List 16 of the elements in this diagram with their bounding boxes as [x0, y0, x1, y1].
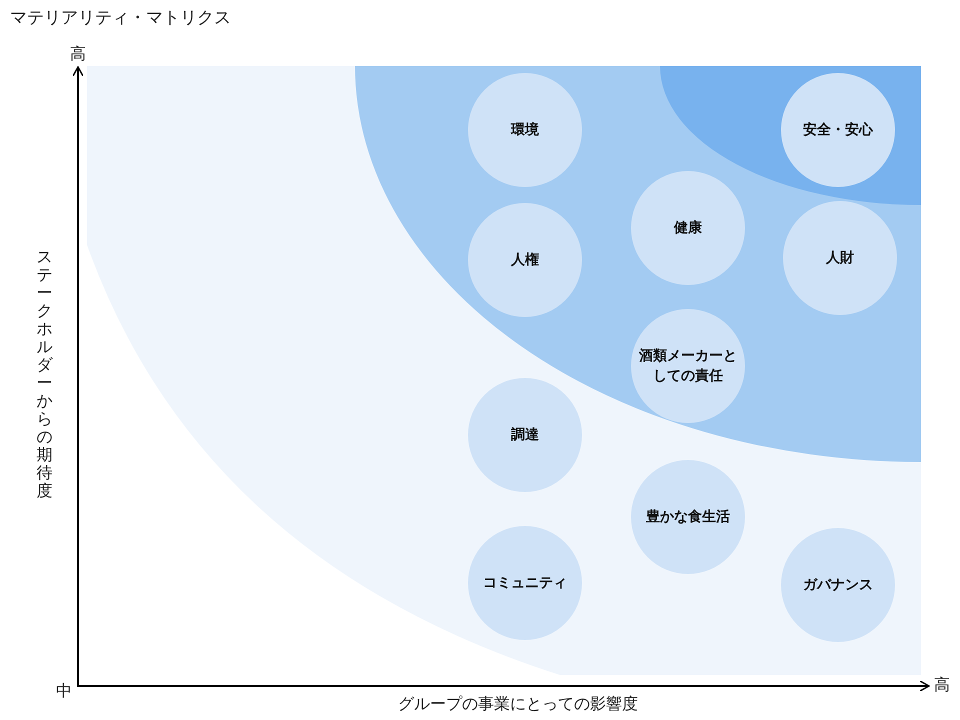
topic-label: 豊かな食生活 [646, 508, 730, 527]
axis-max-label: 高 [934, 675, 950, 696]
axis-title: グループの事業にとっての影響度 [398, 694, 638, 715]
topic-label: 環境 [511, 120, 539, 140]
axis-max-label: 高 [70, 44, 86, 65]
topic-label: ガバナンス [803, 576, 873, 595]
topic-label: 酒類メーカーとしての責任 [638, 346, 738, 386]
topic-label: 調達 [511, 426, 539, 445]
topic-label: コミュニティ [483, 574, 567, 593]
topic-label: 人権 [511, 250, 539, 270]
axis-title: ステークホルダーからの期待度 [36, 248, 53, 500]
topic-label: 安全・安心 [803, 120, 873, 140]
axis-origin-label: 中 [56, 681, 72, 702]
topic-label: 人財 [826, 248, 854, 268]
chart-title: マテリアリティ・マトリクス [10, 7, 231, 29]
topic-label: 健康 [674, 218, 702, 238]
